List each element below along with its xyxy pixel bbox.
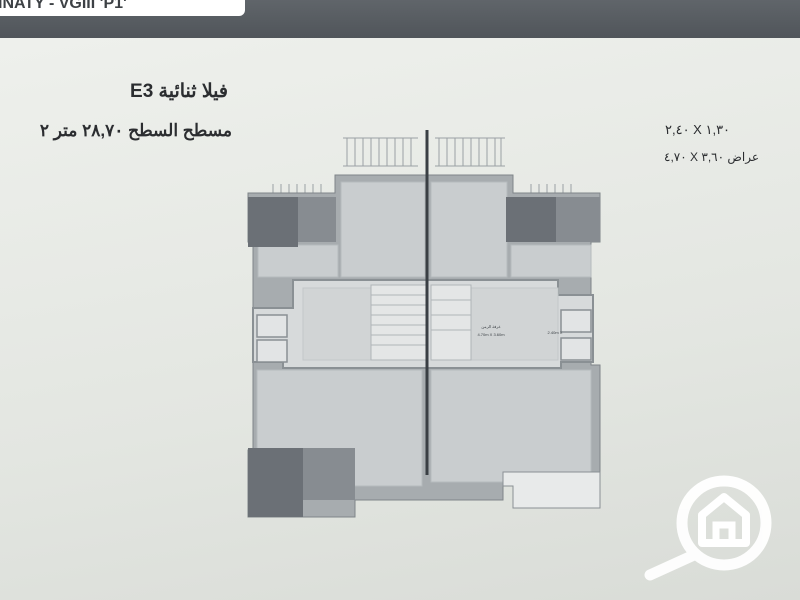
roof-floor-plan: غرفة الرمن 4.70m X 3.60m 2.40m X [247,130,601,518]
villa-type-label: فيلا ثنائية E3 [130,80,228,103]
room-dimensions: 4.70m X 3.60m [477,332,505,337]
bottom-right-terrace [502,471,601,509]
dimension-line-2: عراض ٣,٦٠ X ٤,٧٠ [664,150,760,164]
top-railing [343,137,505,167]
villa-code: E3 [130,81,154,102]
dark-roof-blocks [248,197,600,517]
document-title: INATY - VGIII 'P1' [0,0,245,16]
home-search-logo-icon [644,475,772,581]
villa-type-text: فيلا ثنائية [158,81,228,102]
small-room-dimensions: 2.40m X [548,330,563,335]
service-rooms [256,309,592,363]
window-header-bar: INATY - VGIII 'P1' [0,0,800,38]
roof-area-label: مسطح السطح ٢٨,٧٠ متر ٢ [39,121,232,140]
dimension-line-1: ٢,٤٠ X ١,٣٠ [665,122,731,137]
room-label: غرفة الرمن [481,324,500,329]
staircase [370,284,472,361]
